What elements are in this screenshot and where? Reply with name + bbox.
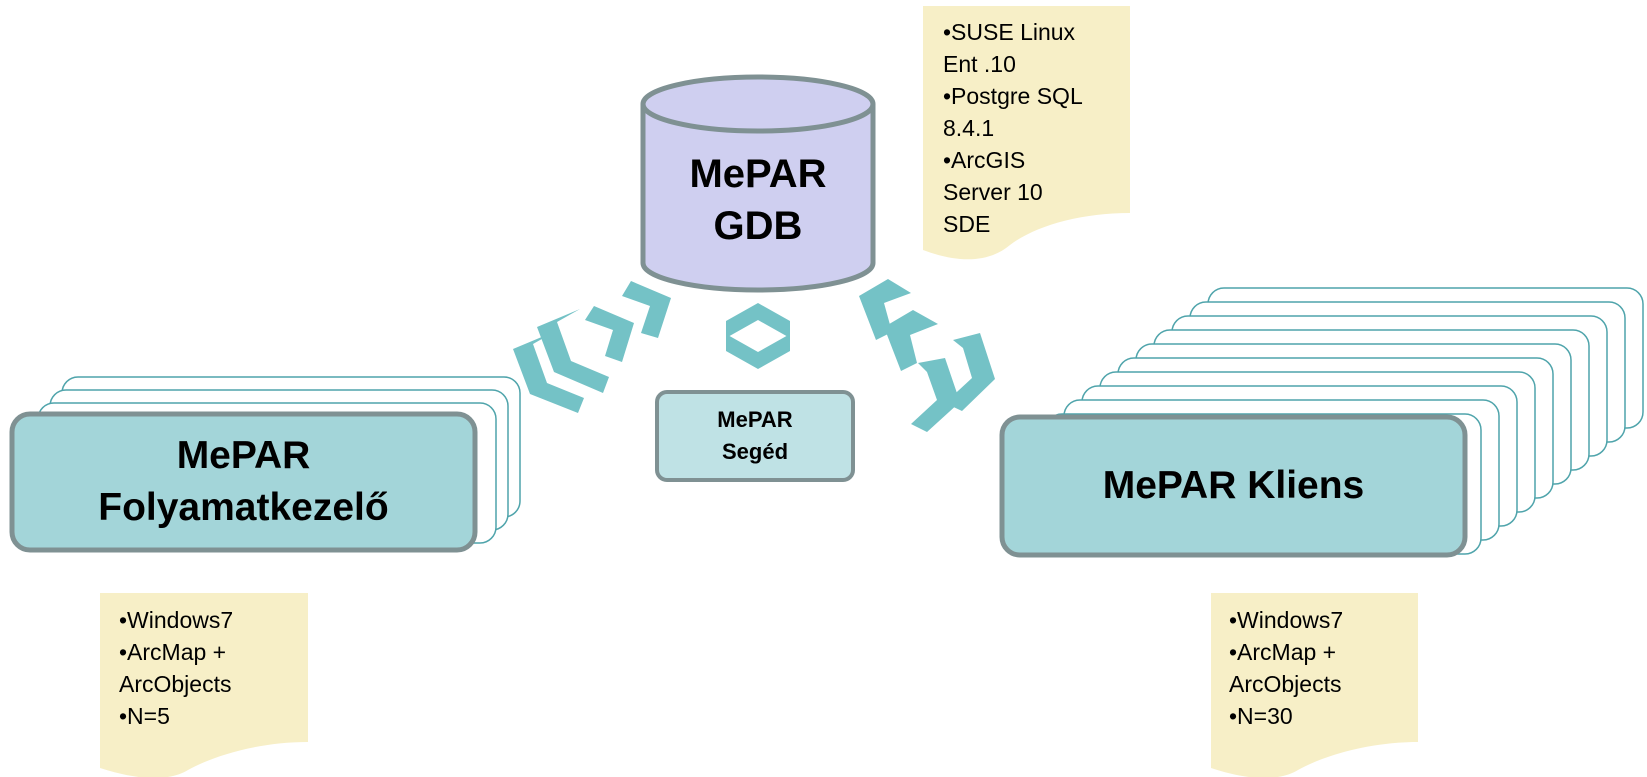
server-note-line: SDE: [943, 211, 991, 237]
process-manager-box: [9, 411, 478, 553]
process-manager-note: [100, 593, 308, 777]
helper-label: MePAR Segéd: [657, 392, 853, 480]
client-note-line: •ArcMap +: [1229, 639, 1337, 665]
process-manager-note-line: •Windows7: [119, 607, 234, 633]
server-note-text: •SUSE Linux Ent .10 •Postgre SQL 8.4.1 •…: [943, 16, 1083, 240]
process-manager-note-line: •N=5: [119, 703, 170, 729]
process-manager-note-text: •Windows7 •ArcMap + ArcObjects •N=5: [119, 604, 233, 732]
helper-label-line2: Segéd: [721, 439, 789, 464]
client-note: [1211, 593, 1418, 777]
process-manager-label-line1: MePAR: [176, 434, 311, 477]
process-manager-label-line2: Folyamatkezelő: [98, 486, 389, 529]
left-bidirectional-arrow-shapes: [513, 281, 671, 413]
server-note-line: 8.4.1: [943, 115, 995, 141]
client-note-line: ArcObjects: [1229, 671, 1342, 697]
server-note: [923, 6, 1130, 260]
server-note-line: Server 10: [943, 179, 1043, 205]
database-label-line1: MePAR: [689, 152, 827, 196]
server-note-line: •SUSE Linux: [943, 19, 1076, 45]
helper-label-line1: MePAR: [717, 407, 793, 432]
process-manager-note-line: •ArcMap +: [119, 639, 227, 665]
server-note-line: •ArcGIS: [943, 147, 1026, 173]
client-label-text: MePAR Kliens: [1102, 464, 1365, 507]
database-cylinder: [640, 74, 876, 293]
database-label-line2: GDB: [713, 204, 803, 248]
client-box: [999, 414, 1468, 558]
client-label: MePAR Kliens: [1002, 417, 1465, 555]
process-manager-label: MePAR Folyamatkezelő: [12, 414, 475, 550]
client-note-line: •Windows7: [1229, 607, 1344, 633]
right-bidirectional-arrow: [859, 279, 995, 432]
helper-box: [655, 390, 855, 482]
database-label: MePAR GDB: [643, 145, 873, 255]
server-note-line: Ent .10: [943, 51, 1016, 77]
process-manager-note-line: ArcObjects: [119, 671, 232, 697]
server-note-line: •Postgre SQL: [943, 83, 1083, 109]
client-note-line: •N=30: [1229, 703, 1293, 729]
client-note-text: •Windows7 •ArcMap + ArcObjects •N=30: [1229, 604, 1343, 732]
vertical-bidirectional-arrow: [726, 303, 790, 369]
